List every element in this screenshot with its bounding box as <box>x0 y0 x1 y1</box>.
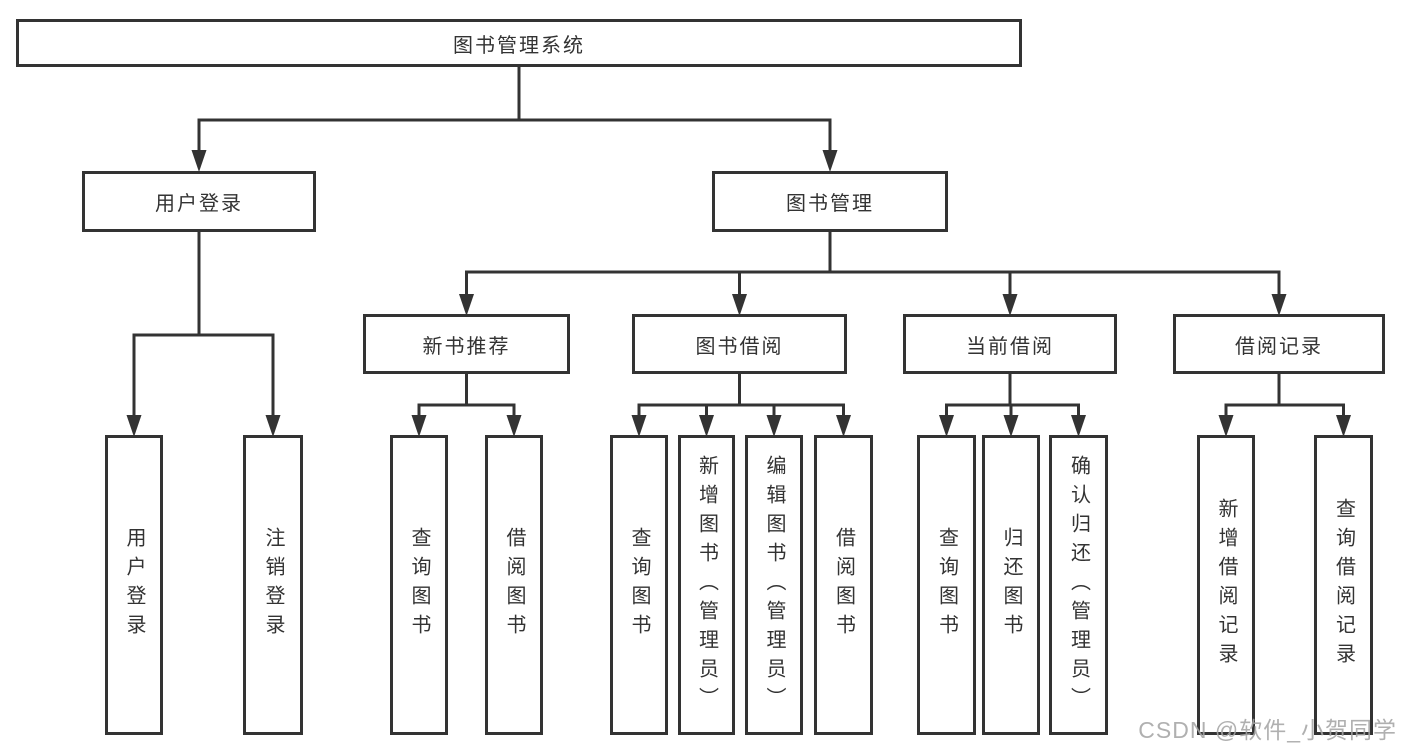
connector-book-borrow-to-leaves <box>637 374 845 417</box>
leaf-br-add-record: 新增借阅记录 <box>1197 435 1255 735</box>
node-label: 查询借阅记录 <box>1332 498 1355 672</box>
node-user-login: 用户登录 <box>82 171 316 232</box>
node-label: 新增借阅记录 <box>1215 498 1237 672</box>
leaf-cb-query-books: 查询图书 <box>917 435 976 735</box>
leaf-cb-return-books: 归还图书 <box>982 435 1040 735</box>
node-label: 查询图书 <box>628 527 650 643</box>
node-label: 当前借阅 <box>966 335 1054 358</box>
leaf-bb-query-books: 查询图书 <box>610 435 668 735</box>
arrowhead <box>1071 415 1086 437</box>
leaf-bb-borrow-books: 借阅图书 <box>814 435 873 735</box>
node-label: 注销登录 <box>262 527 284 643</box>
arrowhead <box>459 294 474 316</box>
node-label: 图书管理系统 <box>453 34 585 57</box>
connector-user-login-to-leaves <box>132 232 275 417</box>
arrowhead <box>1218 415 1234 437</box>
leaf-bb-edit-book-admin: 编辑图书（管理员） <box>745 435 803 735</box>
node-label: 查询图书 <box>935 527 958 643</box>
arrowhead <box>699 415 714 437</box>
connector-new-book-to-leaves <box>417 374 516 417</box>
leaf-br-query-record: 查询借阅记录 <box>1314 435 1373 735</box>
arrowhead <box>631 415 647 437</box>
node-label: 借阅图书 <box>503 527 525 643</box>
csdn-watermark: CSDN @软件_小贺同学 <box>1138 717 1397 743</box>
node-label: 新书推荐 <box>422 335 511 358</box>
arrowhead <box>191 150 207 172</box>
node-label: 用户登录 <box>123 527 145 643</box>
arrowhead <box>836 415 851 437</box>
leaf-nbr-query-books: 查询图书 <box>390 435 448 735</box>
node-label: 借阅记录 <box>1235 335 1323 358</box>
node-borrowing-records: 借阅记录 <box>1173 314 1385 374</box>
arrowhead <box>766 415 782 437</box>
node-label: 用户登录 <box>155 193 243 215</box>
node-label: 借阅图书 <box>832 527 855 643</box>
node-label: 新增图书（管理员） <box>695 454 718 716</box>
arrowhead <box>732 294 747 316</box>
node-book-management: 图书管理 <box>712 171 948 232</box>
leaf-nbr-borrow-books: 借阅图书 <box>485 435 543 735</box>
arrowhead <box>126 415 142 437</box>
arrowhead <box>506 415 522 437</box>
node-current-borrowing: 当前借阅 <box>903 314 1117 374</box>
arrowhead <box>265 415 281 437</box>
connector-root-to-level2 <box>197 67 832 153</box>
leaf-bb-add-book-admin: 新增图书（管理员） <box>678 435 735 735</box>
arrowhead <box>939 415 954 437</box>
node-label: 图书借阅 <box>695 335 784 358</box>
node-book-borrowing: 图书借阅 <box>632 314 847 374</box>
node-label: 归还图书 <box>1000 527 1022 643</box>
arrowhead <box>1336 415 1351 437</box>
node-label: 确认归还（管理员） <box>1067 454 1090 716</box>
leaf-cb-confirm-return-admin: 确认归还（管理员） <box>1049 435 1108 735</box>
node-label: 图书管理 <box>786 193 874 215</box>
node-new-book-recommend: 新书推荐 <box>363 314 570 374</box>
arrowhead <box>1271 294 1287 316</box>
connector-current-borrow-to-leaves <box>945 374 1080 417</box>
arrowhead <box>1002 294 1018 316</box>
connector-borrow-records-to-leaves <box>1224 374 1345 417</box>
node-library-system: 图书管理系统 <box>16 19 1022 67</box>
leaf-logout: 注销登录 <box>243 435 303 735</box>
arrowhead <box>822 150 838 172</box>
connector-book-mgmt-to-level3 <box>465 232 1281 297</box>
arrowhead <box>411 415 427 437</box>
arrowhead <box>1003 415 1019 437</box>
node-label: 编辑图书（管理员） <box>763 454 785 716</box>
leaf-user-login: 用户登录 <box>105 435 163 735</box>
node-label: 查询图书 <box>408 527 430 643</box>
